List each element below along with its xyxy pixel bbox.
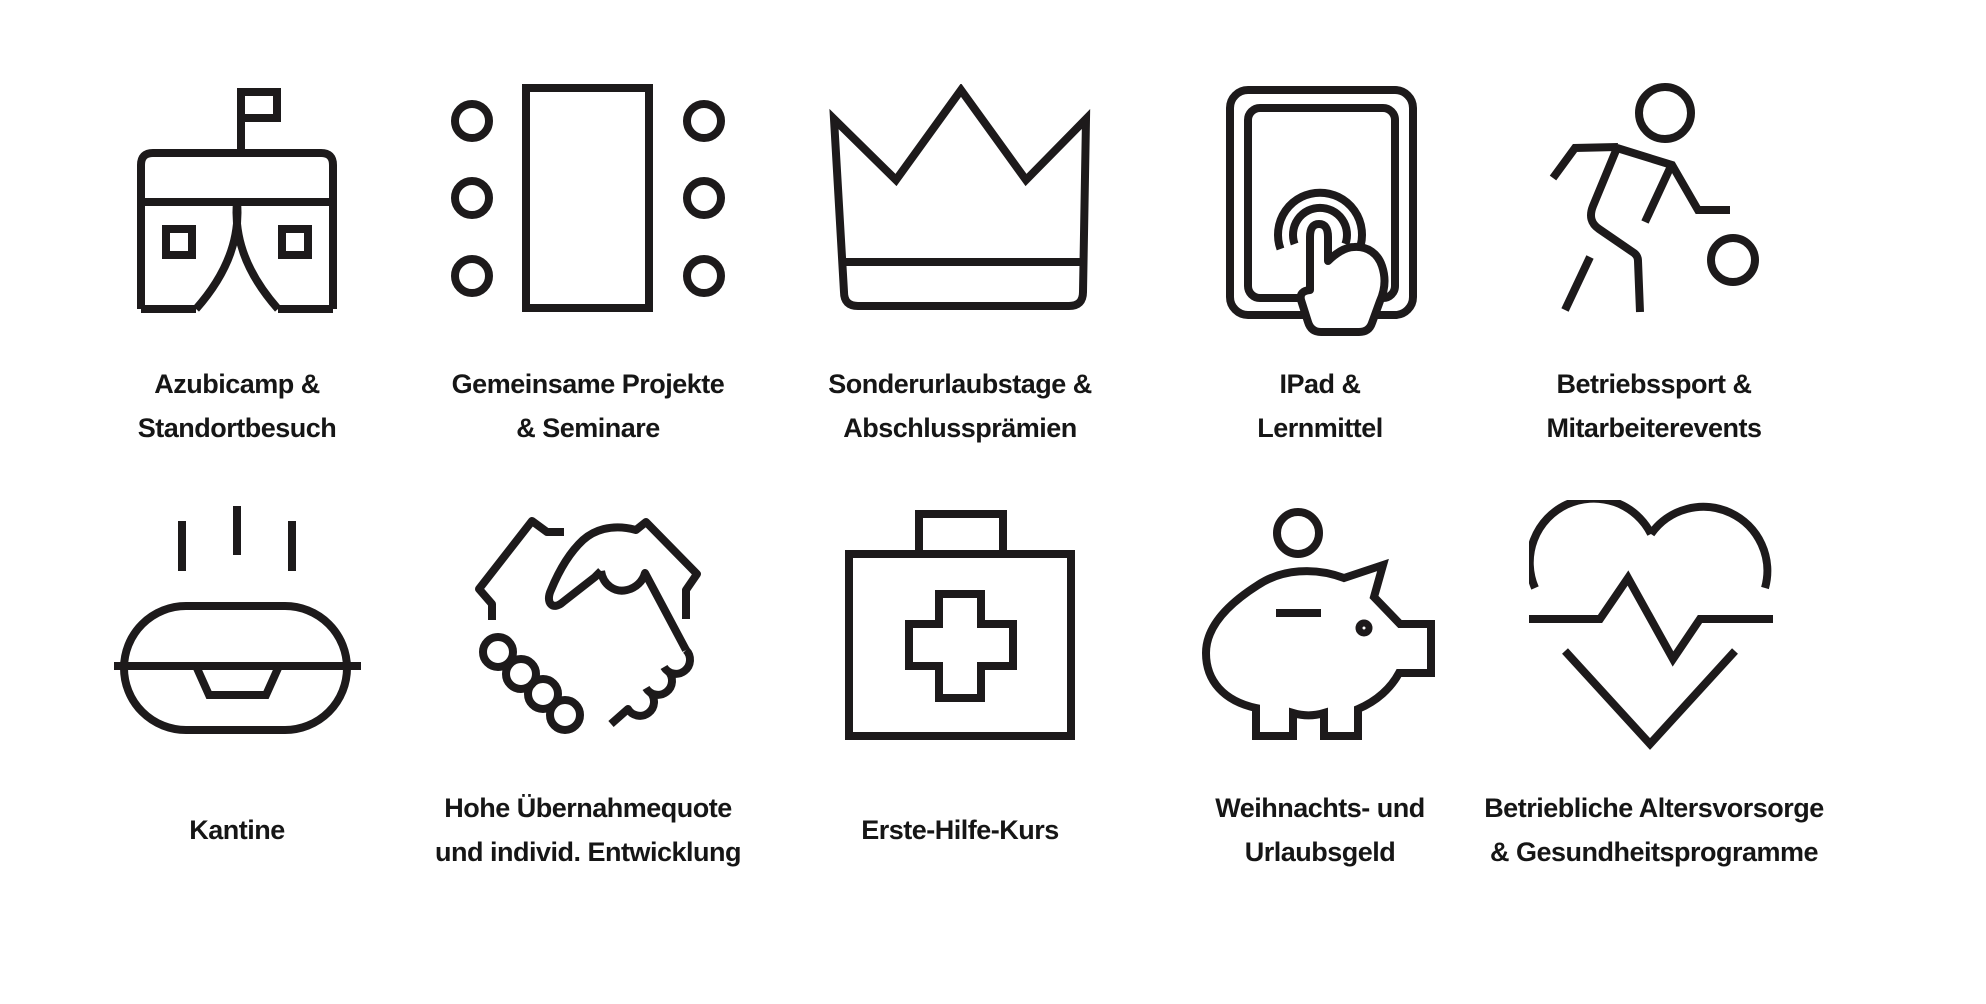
benefit-label: Betriebssport & Mitarbeiterevents [1546,369,1762,443]
crown-icon [828,50,1093,350]
benefit-label: IPad & Lernmittel [1257,369,1383,443]
benefit-label: Kantine [189,815,285,845]
benefit-item-erstehilfe: Erste-Hilfe-Kurs [780,480,1140,874]
benefit-item-ipad: IPad & Lernmittel [1140,50,1500,450]
piggy-bank-icon [1200,480,1440,770]
tablet-touch-icon [1223,50,1418,350]
lunchbox-icon [110,480,365,770]
first-aid-kit-icon [843,480,1078,770]
benefit-label: Sonderurlaubstage & Abschlussprämien [828,369,1092,443]
benefit-item-azubicamp: Azubicamp & Standortbesuch [57,50,417,450]
benefit-item-vorsorge: Betriebliche Altersvorsorge & Gesundheit… [1474,480,1834,874]
benefit-item-weihnachtsgeld: Weihnachts- und Urlaubsgeld [1140,480,1500,874]
benefit-label: Gemeinsame Projekte & Seminare [451,369,725,443]
benefit-item-projekte: Gemeinsame Projekte & Seminare [408,50,768,450]
benefit-item-uebernahme: Hohe Übernahmequote und individ. Entwick… [408,480,768,874]
handshake-icon [471,480,706,770]
heart-pulse-icon [1529,480,1779,770]
sports-player-icon [1547,50,1762,350]
benefit-label: Weihnachts- und Urlaubsgeld [1215,793,1425,867]
benefit-label: Erste-Hilfe-Kurs [861,815,1059,845]
meeting-table-icon [449,50,727,350]
tent-flag-icon [137,50,337,350]
benefit-label: Betriebliche Altersvorsorge & Gesundheit… [1484,793,1824,867]
benefit-item-sport: Betriebssport & Mitarbeiterevents [1474,50,1834,450]
benefit-item-kantine: Kantine [57,480,417,874]
benefit-label: Azubicamp & Standortbesuch [137,369,337,443]
benefit-label: Hohe Übernahmequote und individ. Entwick… [435,793,742,867]
benefit-item-sonderurlaub: Sonderurlaubstage & Abschlussprämien [780,50,1140,450]
